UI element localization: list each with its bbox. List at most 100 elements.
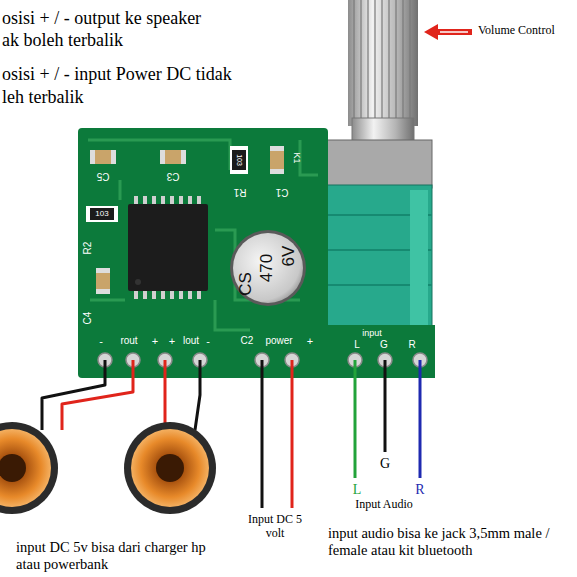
- silkscreen-label: K1: [292, 152, 302, 163]
- pin-label: G: [380, 339, 388, 351]
- smd-parts-part: [111, 150, 116, 164]
- smd-parts-part: [86, 206, 118, 222]
- speakers: [0, 422, 216, 514]
- speakers-part: [124, 422, 216, 514]
- speakers-part: [131, 429, 209, 507]
- smd-parts-part: [90, 208, 114, 220]
- pcb-part-part: [90, 299, 125, 302]
- pcb-part-part: [215, 300, 250, 330]
- smd-parts-part: [230, 146, 248, 174]
- amplifier-chip-part-part: [161, 290, 165, 299]
- smd-parts-part: [160, 150, 165, 164]
- potentiometer-part-part: [367, 0, 368, 120]
- resistor-code: 103: [235, 154, 243, 166]
- silkscreen-label: C3: [167, 170, 180, 182]
- potentiometer-part-part: [381, 0, 382, 120]
- smd-parts-part: [270, 146, 284, 151]
- speakers-part: [0, 422, 58, 514]
- pin-label: +: [152, 335, 158, 348]
- resistor-code: 103: [95, 209, 108, 218]
- volume-arrow-part: [424, 24, 472, 40]
- wires-part: [195, 360, 200, 430]
- potentiometer-part-part: [402, 0, 403, 120]
- speakers-part: [156, 454, 184, 482]
- note-text: osisi + / - output ke speaker: [2, 8, 201, 29]
- smd-parts-part: [270, 146, 284, 174]
- amplifier-chip-part-part: [143, 196, 147, 205]
- wires-part: [419, 360, 422, 478]
- amplifier-chip-part-part: [197, 290, 201, 299]
- potentiometer-part-part: [409, 0, 410, 120]
- note-text: osisi + / - input Power DC tidak: [2, 64, 232, 85]
- silkscreen-label: R1: [234, 186, 247, 198]
- potentiometer: [318, 0, 432, 330]
- pcb-part-part: [300, 140, 318, 175]
- potentiometer-part: [354, 0, 410, 120]
- pin-label: lout: [183, 335, 199, 347]
- amplifier-chip-part-part: [161, 196, 165, 205]
- note-text: input DC 5v bisa dari charger hp atau po…: [16, 539, 224, 572]
- smd-parts-part: [160, 150, 186, 164]
- signal-name: L: [353, 482, 362, 498]
- wires-part: [164, 360, 167, 430]
- wires-part: [62, 360, 133, 430]
- part-name: Volume Control: [478, 24, 555, 38]
- amplifier-chip-part-part: [179, 290, 183, 299]
- pin-label: +: [169, 335, 175, 348]
- smd-parts-part: [90, 150, 116, 164]
- signal-name: G: [380, 456, 390, 472]
- silkscreen-label: C4: [82, 312, 94, 325]
- pin-label: power: [265, 335, 292, 347]
- pin-label: R: [408, 339, 415, 351]
- capacitor-marking: 6V: [279, 246, 299, 267]
- potentiometer-part: [410, 190, 428, 325]
- volume-arrow: [424, 24, 472, 40]
- pcb: [78, 128, 435, 378]
- amplifier-chip-part-part: [152, 290, 156, 299]
- pcb-part: [88, 140, 318, 330]
- volume-arrow-part: [440, 31, 468, 33]
- pcb-part: [78, 128, 328, 378]
- smd-parts-part: [96, 268, 110, 294]
- pcb-part: [318, 325, 435, 378]
- pin-label: C2: [241, 335, 254, 347]
- potentiometer-part-part: [388, 0, 389, 120]
- amplifier-chip-part-part: [188, 196, 192, 205]
- pin-label: -: [99, 335, 103, 348]
- wires-part: [291, 360, 294, 508]
- pin-label: input: [362, 328, 382, 338]
- potentiometer-part-part: [353, 0, 354, 120]
- amplifier-chip-part-part: [134, 196, 138, 205]
- potentiometer-part-part: [374, 0, 375, 120]
- wires-part: [354, 360, 357, 478]
- smd-parts-part: [96, 268, 110, 273]
- smd-parts-part: [232, 150, 246, 170]
- smd-parts-part: [270, 169, 284, 174]
- wires-part: [42, 360, 105, 430]
- note-text: leh terbalik: [2, 87, 83, 108]
- smd-parts-part: [96, 289, 110, 294]
- amplifier-chip-part: [135, 279, 141, 285]
- speakers-part: [0, 429, 51, 507]
- speakers-part: [0, 454, 26, 482]
- signal-name: R: [415, 482, 424, 498]
- wires-part: [384, 360, 387, 452]
- amplifier-chip-part-part: [134, 290, 138, 299]
- smd-parts-part: [181, 150, 186, 164]
- electrolytic-capacitor-part: [230, 230, 306, 306]
- silkscreen-label: C1: [276, 186, 289, 198]
- pin-label: L: [354, 339, 360, 351]
- potentiometer-part-part: [395, 0, 396, 120]
- potentiometer-part: [318, 185, 432, 330]
- note-text: input audio bisa ke jack 3,5mm male / fe…: [328, 525, 562, 558]
- amplifier-chip-part-part: [170, 290, 174, 299]
- amplifier-chip-part-part: [170, 196, 174, 205]
- wires: [42, 360, 420, 508]
- amplifier-chip-part: [128, 204, 208, 291]
- amplifier-chip-part-part: [152, 196, 156, 205]
- potentiometer-part-part: [360, 0, 361, 120]
- pin-label: rout: [120, 335, 137, 347]
